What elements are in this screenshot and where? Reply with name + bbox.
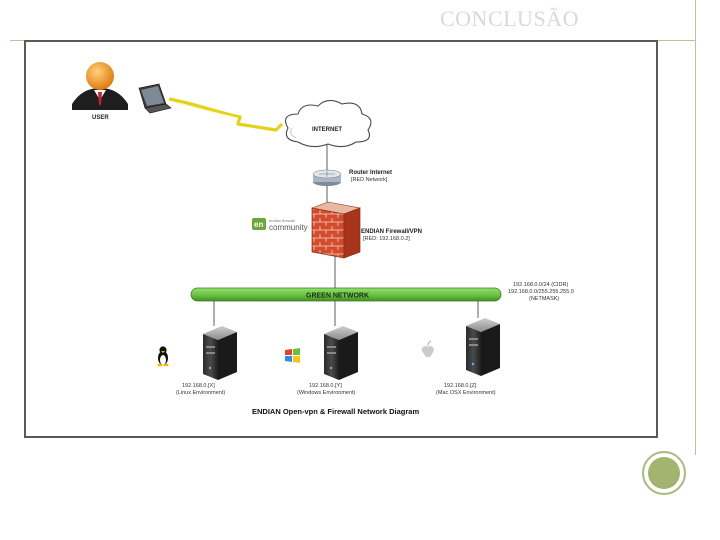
internet-cloud-icon <box>285 99 372 148</box>
wireless-link-icon <box>168 97 284 132</box>
user-avatar-icon <box>72 62 128 110</box>
router-icon <box>312 169 342 186</box>
svg-text:community: community <box>269 223 308 232</box>
server-windows-icon <box>324 326 358 380</box>
network-cidr: 192.168.0.0/24 (CIDR) <box>513 282 569 288</box>
endian-community-logo: en endian firewall community <box>252 218 308 232</box>
server-2-environment: (Windows Environment) <box>297 390 356 396</box>
router-name: Router Internet <box>349 170 392 176</box>
server-1-environment: (Linux Environment) <box>176 390 225 396</box>
laptop-icon <box>138 83 172 114</box>
windows-logo-icon <box>285 348 300 363</box>
firewall-name: ENDIAN Firewall/VPN <box>361 229 422 235</box>
svg-text:en: en <box>254 220 263 229</box>
server-1-ip: 192.168.0.[X] <box>182 383 215 389</box>
green-network-label: GREEN NETWORK <box>306 293 369 300</box>
green-network-bar <box>190 287 502 302</box>
firewall-icon <box>310 201 362 259</box>
diagram-frame: USER INTERNET Router Internet [RED Netwo… <box>24 40 658 438</box>
server-3-environment: (Mac OSX Environment) <box>436 390 496 396</box>
firewall-address: [RED: 192.168.0.2] <box>363 236 410 242</box>
server-linux-icon <box>203 326 237 380</box>
user-label: USER <box>92 115 109 121</box>
network-diagram: USER INTERNET Router Internet [RED Netwo… <box>72 62 574 416</box>
diagram-caption: ENDIAN Open-vpn & Firewall Network Diagr… <box>252 407 419 416</box>
router-network: [RED Network] <box>351 177 388 183</box>
linux-tux-icon <box>157 346 169 367</box>
apple-logo-icon <box>421 340 434 358</box>
side-rule <box>695 0 696 455</box>
network-netmask: 192.168.0.0/255.255.255.0 <box>508 289 574 295</box>
server-3-ip: 192.168.0.[Z] <box>444 383 477 389</box>
slide-title: CONCLUSÃO <box>440 6 579 31</box>
network-netmask-label: (NETMASK) <box>529 296 559 302</box>
decorative-dot <box>648 457 680 489</box>
server-mac-icon <box>466 318 500 376</box>
internet-label: INTERNET <box>312 127 342 133</box>
svg-text:endian firewall: endian firewall <box>269 218 295 223</box>
server-2-ip: 192.168.0.[Y] <box>309 383 342 389</box>
